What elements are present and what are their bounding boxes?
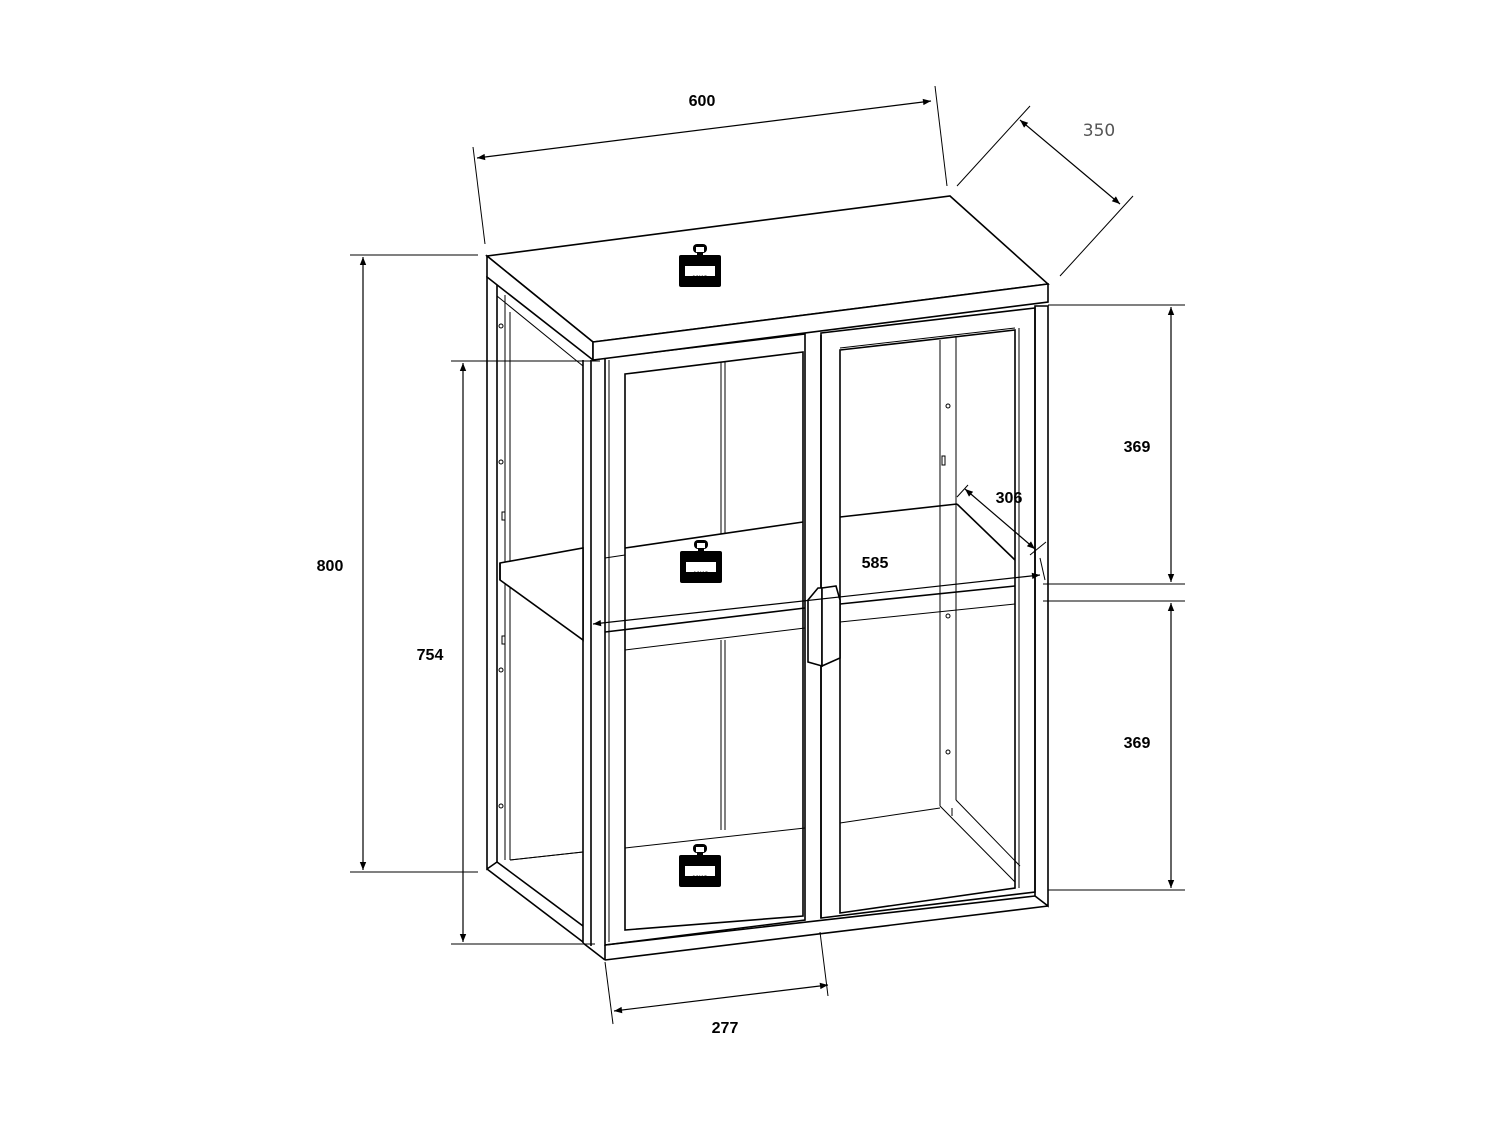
- door-width-dimension: 277: [604, 931, 829, 1037]
- inner-height-dimension: 754: [417, 360, 600, 945]
- shelf-depth-label: 306: [996, 490, 1023, 507]
- width-dimension: 600: [472, 85, 948, 245]
- lower-compartment-dimension: 369: [1043, 600, 1185, 891]
- svg-text:20KG: 20KG: [692, 876, 708, 882]
- depth-dimension: 350: [956, 105, 1134, 277]
- lower-compartment-label: 369: [1124, 735, 1151, 752]
- shelf-width-dimension: 585: [592, 555, 1046, 627]
- shelf-width-label: 585: [862, 555, 889, 572]
- upper-compartment-dimension: 369: [1043, 304, 1185, 585]
- shelf-load-weight-icon: 10KG: [680, 540, 722, 583]
- door-width-label: 277: [712, 1020, 739, 1037]
- cabinet: [485, 195, 1050, 961]
- shelf-depth-dimension: 306: [956, 484, 1047, 556]
- height-dimension: 800: [317, 254, 478, 873]
- width-label: 600: [689, 93, 716, 110]
- shelf: [499, 503, 1016, 651]
- inner-height-label: 754: [417, 647, 444, 664]
- svg-text:10KG: 10KG: [693, 572, 709, 578]
- upper-compartment-label: 369: [1124, 439, 1151, 456]
- bottom-load-weight-icon: 20KG: [679, 844, 721, 887]
- depth-label: 350: [1083, 121, 1115, 141]
- height-label: 800: [317, 558, 344, 575]
- svg-text:20KG: 20KG: [692, 276, 708, 282]
- front-left-post: [582, 360, 606, 961]
- top-load-weight-icon: 20KG: [679, 244, 721, 287]
- top-panel: [485, 195, 1050, 362]
